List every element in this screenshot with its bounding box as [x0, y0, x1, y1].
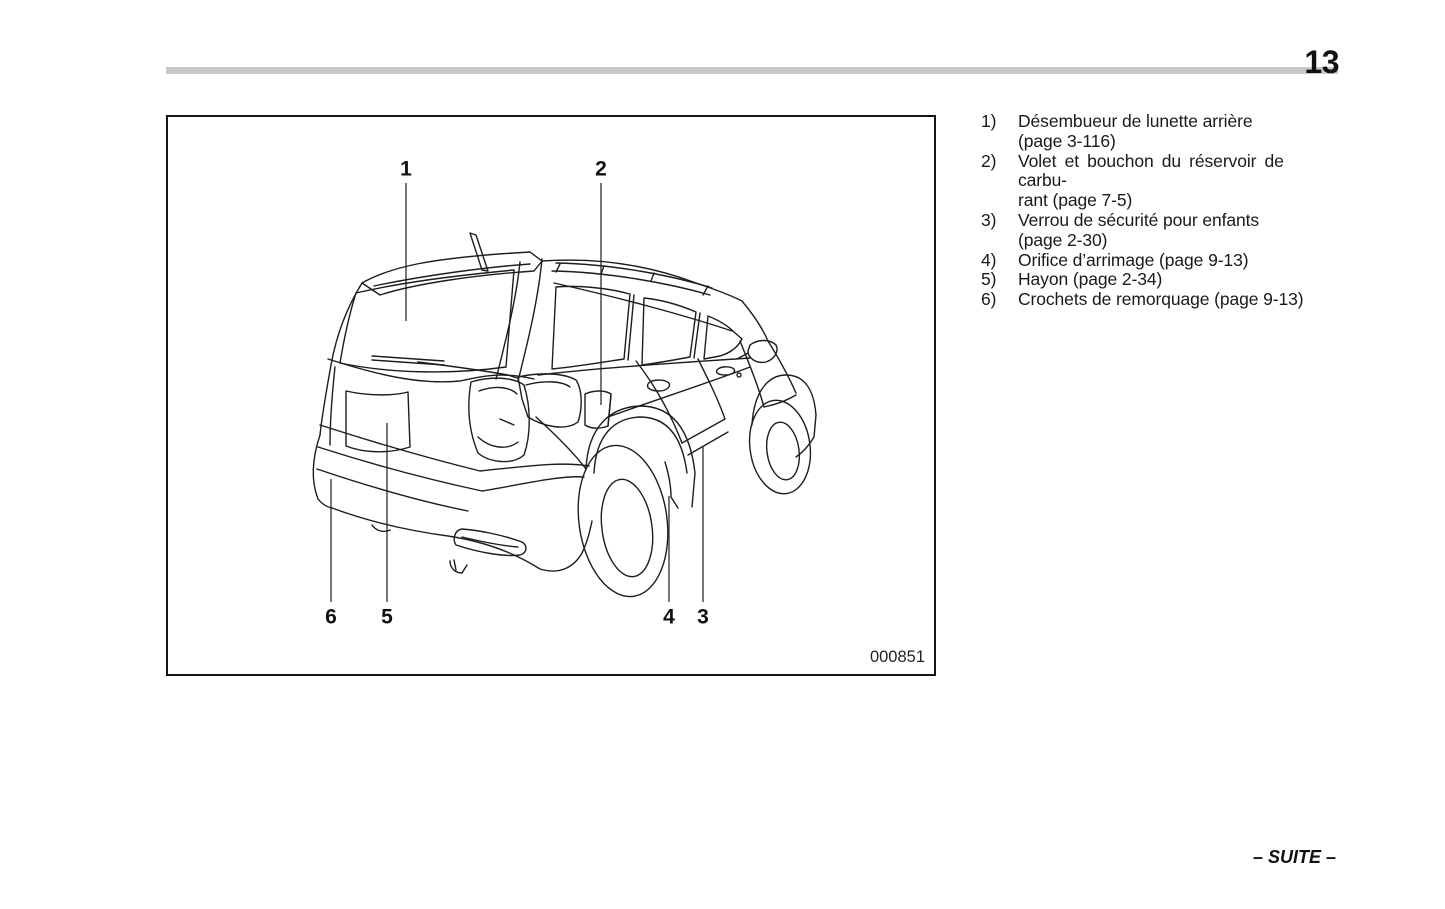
continuation-marker: – SUITE – — [1252, 847, 1336, 867]
legend-item-text: Crochets de remorquage (page 9-13) — [1018, 289, 1304, 310]
legend-item-text: Désembueur de lunette arrière (page 3-11… — [1018, 111, 1253, 151]
legend-item-text: Volet et bouchon du réservoir de carbu- … — [1018, 150, 1284, 211]
legend-item-text: Orifice d’arrimage (page 9-13) — [1018, 249, 1249, 270]
legend-item-4: 4) Orifice d’arrimage (page 9-13) — [981, 249, 1340, 271]
legend-item-number: 2) — [981, 150, 997, 171]
callout-3: 3 — [697, 605, 709, 629]
callout-1: 1 — [400, 157, 412, 181]
legend-item-6: 6) Crochets de remorquage (page 9-13) — [981, 289, 1340, 310]
legend-item-number: 1) — [981, 111, 997, 131]
figure-code: 000851 — [869, 648, 925, 666]
legend-item-number: 3) — [981, 209, 997, 230]
legend-item-2: 2) Volet et bouchon du réservoir de carb… — [981, 150, 1340, 211]
vehicle-illustration — [312, 183, 817, 602]
callout-6: 6 — [325, 605, 337, 629]
callout-4: 4 — [663, 605, 675, 629]
legend-item-text: Verrou de sécurité pour enfants (page 2-… — [1018, 209, 1260, 250]
legend-item-3: 3) Verrou de sécurité pour enfants (page… — [981, 209, 1340, 251]
callout-5: 5 — [381, 605, 393, 629]
callout-2: 2 — [595, 157, 607, 181]
page-number: 13 — [1304, 44, 1339, 80]
legend-item-text: Hayon (page 2-34) — [1018, 269, 1163, 290]
legend-item-1: 1) Désembueur de lunette arrière (page 3… — [981, 111, 1340, 152]
legend-item-5: 5) Hayon (page 2-34) — [981, 270, 1340, 290]
figure-box: 1 2 3 4 5 6 000851 — [166, 115, 936, 676]
legend-item-number: 6) — [981, 289, 997, 310]
header-rule — [166, 67, 1338, 74]
callout-leader-lines — [330, 183, 704, 602]
legend-list: 1) Désembueur de lunette arrière (page 3… — [981, 111, 1340, 310]
legend-item-number: 5) — [981, 269, 997, 290]
legend-item-number: 4) — [981, 249, 997, 270]
